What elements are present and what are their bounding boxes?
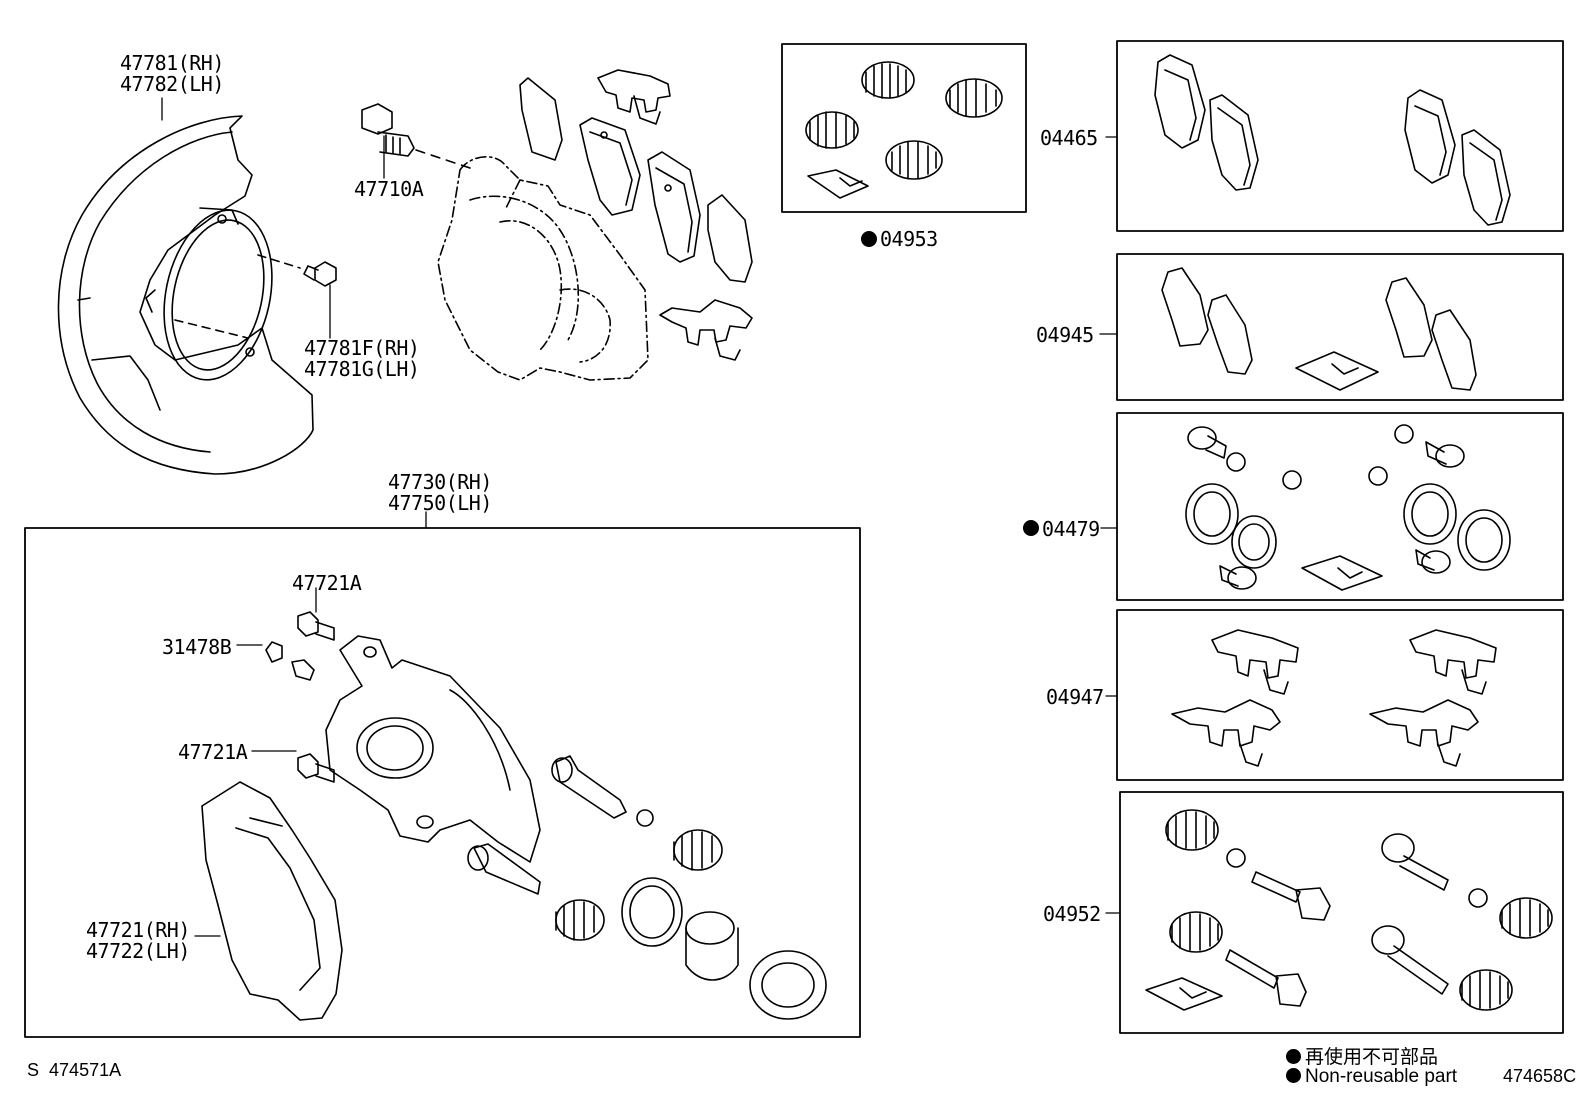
label-47750-lh: 47750(LH) [388, 491, 492, 515]
legend-en: Non-reusable part [1286, 1066, 1457, 1088]
label-04479: 04479 [1042, 517, 1100, 541]
ref-right: 474658C [1503, 1066, 1577, 1086]
legend-dot-icon [1286, 1049, 1301, 1064]
ref-left: S 474571A [27, 1060, 121, 1081]
legend-en-text: Non-reusable part [1305, 1066, 1458, 1087]
non-reusable-dot-04479 [1023, 520, 1039, 536]
label-31478b: 31478B [162, 635, 232, 659]
kit-04465-drawing [1154, 54, 1511, 226]
top-brake-pads-drawing [519, 77, 753, 283]
ref-left-code: 474571A [49, 1060, 122, 1080]
label-47710a: 47710A [354, 177, 424, 201]
legend-dot-icon [1286, 1068, 1301, 1083]
kit-04479-drawing [1185, 424, 1511, 591]
legend-jp: 再使用不可部品 [1286, 1042, 1438, 1069]
label-47721a-mid: 47721A [178, 740, 248, 764]
leader-lines [161, 97, 1121, 937]
label-47722-lh: 47722(LH) [86, 939, 190, 963]
label-47721a-top: 47721A [292, 571, 362, 595]
ref-left-prefix: S [27, 1060, 40, 1080]
label-47782-lh: 47782(LH) [120, 72, 224, 96]
kit-04952-drawing [1145, 809, 1553, 1011]
label-04953: 04953 [880, 227, 938, 251]
label-04945: 04945 [1036, 323, 1094, 347]
label-mounting: 47721(RH) 47722(LH) [86, 920, 190, 962]
label-04952: 04952 [1043, 902, 1101, 926]
kit-04945-drawing [1161, 267, 1477, 391]
label-47721-rh: 47721(RH) [86, 918, 190, 942]
bolt-47710a-drawing [361, 103, 471, 169]
non-reusable-dot-04953 [861, 231, 877, 247]
label-47730-rh: 47730(RH) [388, 470, 492, 494]
label-caliper-assy: 47730(RH) 47750(LH) [388, 472, 492, 514]
label-47781f-rh: 47781F(RH) [304, 336, 420, 360]
label-04947: 04947 [1046, 685, 1104, 709]
kit-04953-drawing [805, 61, 1003, 199]
legend-jp-text: 再使用不可部品 [1305, 1047, 1439, 1068]
top-clips-drawing [597, 69, 753, 361]
label-screw: 47781F(RH) 47781G(LH) [304, 336, 420, 381]
caliper-outline-drawing [437, 156, 649, 381]
label-04465: 04465 [1040, 126, 1098, 150]
label-47781g-lh: 47781G(LH) [304, 357, 420, 381]
label-47781-rh: 47781(RH) [120, 51, 224, 75]
shield-screw-drawing [257, 254, 337, 287]
dust-shield-drawing [57, 115, 314, 475]
kit-boxes [24, 40, 1564, 1038]
label-shield: 47781(RH) 47782(LH) [120, 53, 224, 95]
caliper-assembly-drawing [201, 611, 827, 1021]
kit-04947-drawing [1171, 629, 1497, 767]
